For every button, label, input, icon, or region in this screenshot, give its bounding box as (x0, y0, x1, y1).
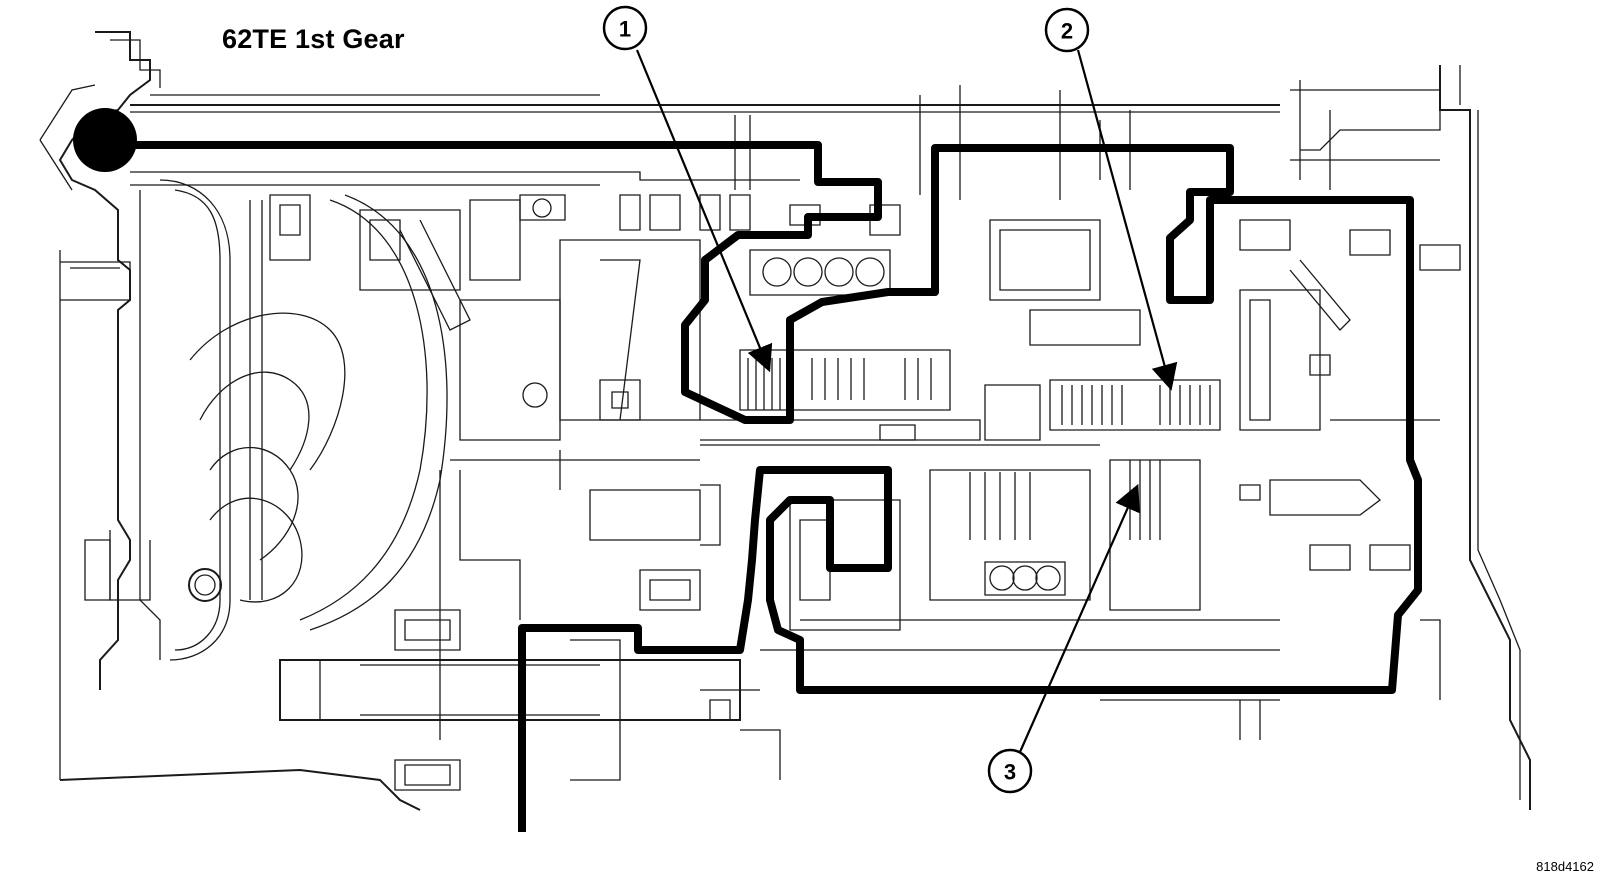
callout-3: 3 (987, 483, 1140, 794)
callout-2-label: 2 (1061, 19, 1073, 44)
figure-id: 818d4162 (1536, 859, 1594, 874)
fluid-source-dot (73, 108, 137, 172)
callout-1-label: 1 (619, 17, 631, 42)
callout-2: 2 (1044, 7, 1178, 391)
callout-3-label: 3 (1004, 760, 1016, 785)
callout-1: 1 (602, 5, 773, 373)
diagram-title: 62TE 1st Gear (222, 24, 405, 54)
transmission-line-art (39, 31, 1531, 811)
fluid-flow-paths (73, 108, 1422, 832)
